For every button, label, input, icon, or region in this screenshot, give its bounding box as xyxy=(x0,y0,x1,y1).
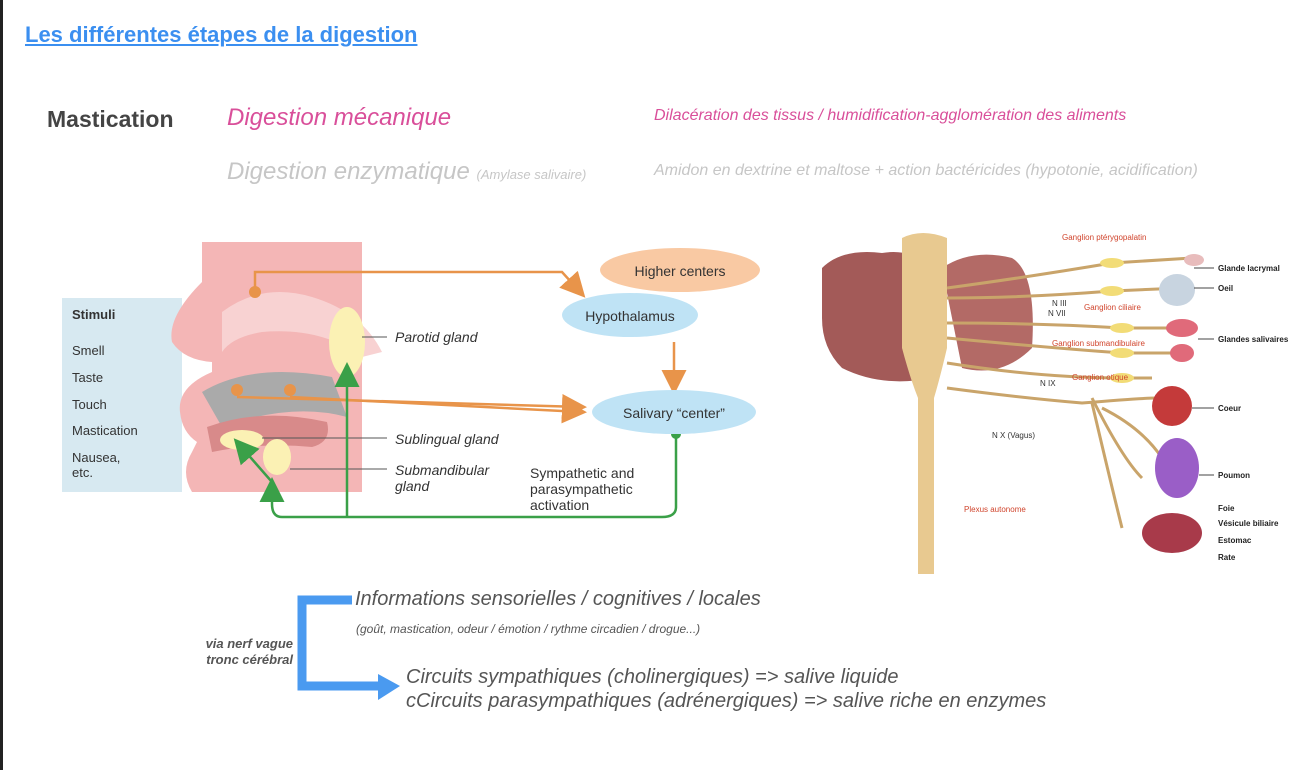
info-sources-detail: (goût, mastication, odeur / émotion / ry… xyxy=(356,622,701,636)
salivary-organ-1 xyxy=(1166,319,1198,337)
salivary-organ-2 xyxy=(1170,344,1194,362)
activation-label-1: Sympathetic and xyxy=(530,465,634,481)
mechanical-digestion-label: Digestion mécanique xyxy=(227,104,452,131)
n7-label: N VII xyxy=(1048,309,1066,318)
via-label: via nerf vague tronc cérébral xyxy=(178,636,293,668)
stimulus-touch: Touch xyxy=(72,397,107,412)
organ-label-estomac: Estomac xyxy=(1218,536,1252,545)
stimulus-mastication: Mastication xyxy=(72,423,138,438)
organ-label-poumon: Poumon xyxy=(1218,471,1250,480)
organ-label-rate: Rate xyxy=(1218,553,1236,562)
organ-label-salivaires: Glandes salivaires xyxy=(1218,335,1289,344)
lacrimal-organ xyxy=(1184,254,1204,266)
enzymatic-digestion-label: Digestion enzymatique (Amylase salivaire… xyxy=(227,158,586,186)
heart-organ xyxy=(1152,386,1192,426)
higher-centers-label: Higher centers xyxy=(634,263,725,279)
n9-label: N IX xyxy=(1040,379,1056,388)
stimulus-etc: etc. xyxy=(72,465,93,480)
n3-label: N III xyxy=(1052,299,1067,308)
left-edge-bar xyxy=(0,0,3,770)
salivary-center-label: Salivary “center” xyxy=(623,405,725,421)
stimulus-smell: Smell xyxy=(72,343,105,358)
via-label-line2: tronc cérébral xyxy=(206,652,293,667)
eye-organ xyxy=(1159,274,1195,306)
stimulus-taste: Taste xyxy=(72,370,103,385)
lung-organ xyxy=(1155,438,1199,498)
submandibular-label-1: Submandibular xyxy=(395,462,491,478)
mastication-label: Mastication xyxy=(47,106,174,132)
sublingual-label: Sublingual gland xyxy=(395,431,500,447)
organ-label-oeil: Oeil xyxy=(1218,284,1233,293)
via-label-line1: via nerf vague xyxy=(205,636,293,651)
parotid-gland-shape xyxy=(329,307,365,377)
hypothalamus-node xyxy=(562,293,698,337)
organ-label-foie: Foie xyxy=(1218,504,1235,513)
n10-label: N X (Vagus) xyxy=(992,431,1035,440)
enzymatic-label-text: Digestion enzymatique xyxy=(227,158,470,185)
enzymatic-digestion-description: Amidon en dextrine et maltose + action b… xyxy=(654,162,1198,179)
organ-label-coeur: Coeur xyxy=(1218,404,1241,413)
ganglion-pterygo-label: Ganglion ptérygopalatin xyxy=(1062,233,1147,242)
ganglion-ciliaire-label: Ganglion ciliaire xyxy=(1084,303,1141,312)
autonomic-nerve-figure: Ganglion ptérygopalatin Ganglion ciliair… xyxy=(822,233,1289,574)
activation-label-3: activation xyxy=(530,497,589,513)
salivary-center-node xyxy=(592,390,756,434)
higher-centers-node xyxy=(600,248,760,292)
parotid-label: Parotid gland xyxy=(395,329,479,345)
liver-organ xyxy=(1142,513,1202,553)
info-sources: Informations sensorielles / cognitives /… xyxy=(355,588,761,610)
flow-bracket-arrow xyxy=(297,595,400,700)
circuit-parasympathetic: cCircuits parasympathiques (adrénergique… xyxy=(406,690,1047,712)
spinal-cord xyxy=(902,233,947,574)
stimuli-title: Stimuli xyxy=(72,307,115,322)
enzymatic-note: (Amylase salivaire) xyxy=(476,167,587,182)
submandibular-gland-shape xyxy=(263,439,291,475)
stimulus-nausea: Nausea, xyxy=(72,450,120,465)
organ-label-lacrymal: Glande lacrymal xyxy=(1218,264,1280,273)
slide-title: Les différentes étapes de la digestion xyxy=(25,22,418,47)
circuit-sympathetic: Circuits sympathiques (cholinergiques) =… xyxy=(406,666,899,688)
mechanical-digestion-description: Dilacération des tissus / humidification… xyxy=(654,107,1127,124)
ganglion-submand-label: Ganglion submandibulaire xyxy=(1052,339,1146,348)
activation-label-2: parasympathetic xyxy=(530,481,633,497)
organ-label-vesicule: Vésicule biliaire xyxy=(1218,519,1279,528)
plexus-label: Plexus autonome xyxy=(964,505,1026,514)
salivary-reflex-figure: Stimuli Smell Taste Touch Mastication Na… xyxy=(62,242,760,519)
stimuli-panel xyxy=(62,298,182,492)
submandibular-label-2: gland xyxy=(395,478,430,494)
hypothalamus-label: Hypothalamus xyxy=(585,308,675,324)
ganglion-otique-label: Ganglion otique xyxy=(1072,373,1129,382)
